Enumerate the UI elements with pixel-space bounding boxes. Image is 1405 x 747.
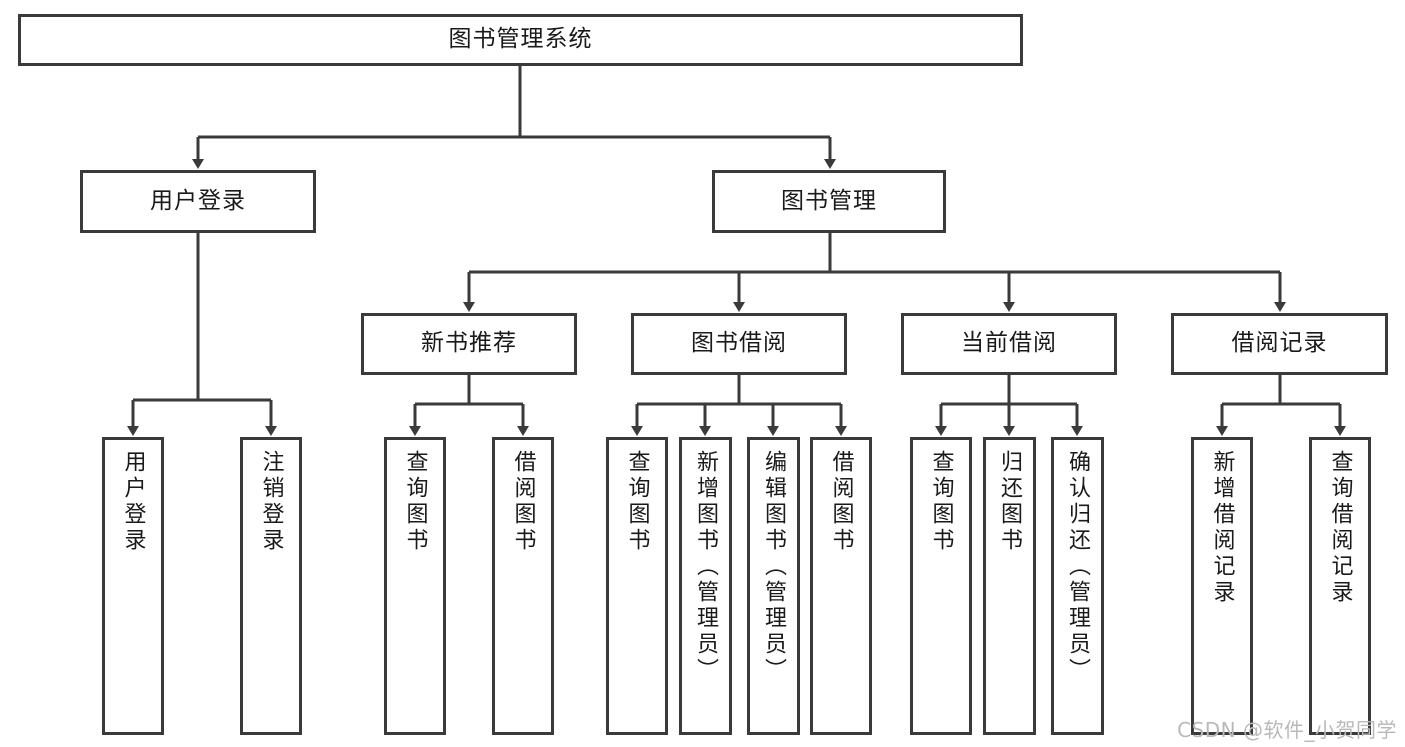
node-label: 新增借阅记录 (1209, 450, 1235, 606)
node-root-system[interactable]: 图书管理系统 (18, 14, 1023, 66)
node-label: 查询借阅记录 (1327, 450, 1353, 606)
node-label: 确认归还（管理员） (1065, 450, 1091, 684)
leaf-edit-book-admin[interactable]: 编辑图书（管理员） (747, 437, 800, 735)
leaf-add-borrow-record[interactable]: 新增借阅记录 (1191, 437, 1253, 735)
leaf-query-borrow-record[interactable]: 查询借阅记录 (1309, 437, 1371, 735)
node-label: 归还图书 (997, 450, 1023, 554)
node-label: 图书管理 (781, 187, 877, 214)
leaf-confirm-return-admin[interactable]: 确认归还（管理员） (1051, 437, 1104, 735)
node-label: 用户登录 (150, 187, 246, 214)
watermark: CSDN @软件_小贺同学 (1177, 718, 1397, 742)
node-label: 查询图书 (402, 450, 428, 554)
node-label: 新增图书（管理员） (693, 450, 719, 684)
node-borrow-records[interactable]: 借阅记录 (1171, 313, 1388, 375)
node-label: 借阅记录 (1231, 330, 1328, 357)
node-current-borrow[interactable]: 当前借阅 (901, 313, 1117, 375)
leaf-user-login[interactable]: 用户登录 (102, 437, 164, 735)
node-label: 查询图书 (928, 450, 954, 554)
leaf-query-book-recommend[interactable]: 查询图书 (384, 437, 446, 735)
node-book-management[interactable]: 图书管理 (712, 170, 946, 233)
leaf-add-book-admin[interactable]: 新增图书（管理员） (679, 437, 732, 735)
node-label: 当前借阅 (961, 330, 1057, 357)
leaf-query-book-borrow[interactable]: 查询图书 (606, 437, 668, 735)
node-label: 图书管理系统 (448, 26, 593, 53)
node-label: 借阅图书 (510, 450, 536, 554)
node-label: 注销登录 (258, 450, 284, 554)
node-new-book-recommend[interactable]: 新书推荐 (361, 313, 577, 375)
leaf-borrow-book[interactable]: 借阅图书 (810, 437, 872, 735)
node-book-borrow[interactable]: 图书借阅 (631, 313, 847, 375)
leaf-query-book-current[interactable]: 查询图书 (910, 437, 972, 735)
node-label: 新书推荐 (421, 330, 517, 357)
node-label: 图书借阅 (691, 330, 787, 357)
node-label: 编辑图书（管理员） (761, 450, 787, 684)
node-label: 查询图书 (624, 450, 650, 554)
node-label: 借阅图书 (828, 450, 854, 554)
leaf-borrow-book-recommend[interactable]: 借阅图书 (492, 437, 554, 735)
node-label: 用户登录 (120, 450, 146, 554)
leaf-return-book[interactable]: 归还图书 (983, 437, 1036, 735)
leaf-logout[interactable]: 注销登录 (240, 437, 302, 735)
node-user-login[interactable]: 用户登录 (80, 170, 316, 233)
